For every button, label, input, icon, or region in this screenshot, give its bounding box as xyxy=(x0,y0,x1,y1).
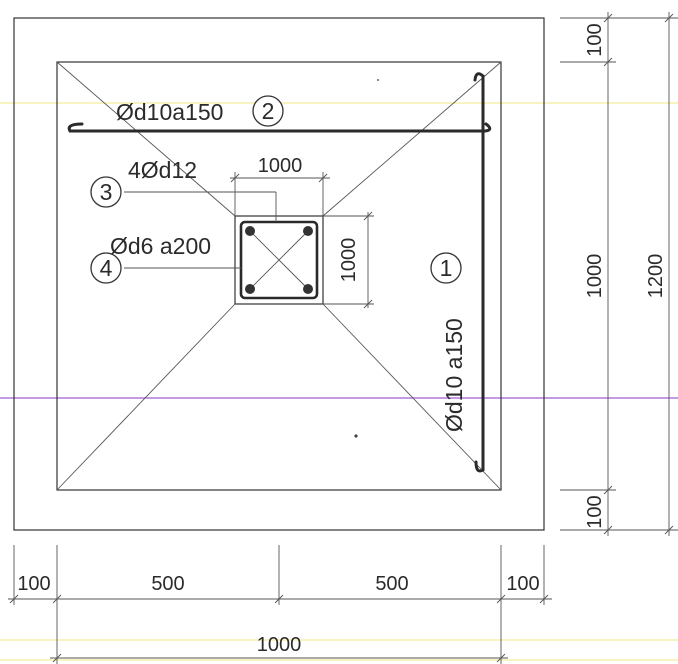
column-outline xyxy=(234,215,324,305)
bottom-tick-4 xyxy=(496,594,506,604)
footing-outer-outline xyxy=(13,17,545,531)
bottom-tick-2 xyxy=(52,594,62,604)
rebar-1-label: Ød10 a150 xyxy=(441,318,467,432)
bottom-total-tick-left xyxy=(52,653,62,663)
marker-2-circle xyxy=(252,95,284,127)
column-cross-b xyxy=(248,229,310,291)
right-tick-1 xyxy=(603,13,613,23)
bottom-tick-3 xyxy=(274,594,284,604)
right-tick-6 xyxy=(664,525,674,535)
bottom-tick-1 xyxy=(9,594,19,604)
right-tick-4 xyxy=(603,525,613,535)
rebar-2-horizontal xyxy=(67,122,492,133)
rebar-4-label: Ød6 a200 xyxy=(110,233,211,259)
column-bar-top-left xyxy=(245,226,255,236)
marker-3-number: 3 xyxy=(100,179,113,205)
col-height-tick-top xyxy=(363,211,373,221)
bottom-edge-left-value: 100 xyxy=(17,573,50,595)
slope-line-bottom-left xyxy=(56,303,236,491)
rebar-2-label: Ød10a150 xyxy=(116,99,223,125)
scan-speck-2 xyxy=(377,79,379,81)
footing-inner-outline xyxy=(56,61,502,491)
right-tick-2 xyxy=(603,57,613,67)
column-width-value: 1000 xyxy=(258,155,303,177)
col-width-tick-right xyxy=(318,173,328,183)
right-edge-bottom-value: 100 xyxy=(584,495,606,528)
column-bar-bottom-left xyxy=(245,284,255,294)
slope-line-bottom-right xyxy=(322,303,502,491)
right-overall-value: 1200 xyxy=(645,254,667,299)
right-tick-3 xyxy=(603,485,613,495)
slope-line-top-right xyxy=(322,61,502,217)
column-stirrup xyxy=(239,220,319,300)
marker-2-number: 2 xyxy=(262,98,275,124)
slope-line-top-left xyxy=(56,61,236,217)
column-height-value: 1000 xyxy=(338,238,360,283)
scan-speck-1 xyxy=(354,434,358,438)
bottom-edge-right-value: 100 xyxy=(506,573,539,595)
marker-3-circle xyxy=(90,176,122,208)
bottom-tick-5 xyxy=(539,594,549,604)
marker-4-number: 4 xyxy=(100,255,113,281)
bottom-half-right-value: 500 xyxy=(375,573,408,595)
column-bar-top-right xyxy=(303,226,313,236)
bottom-half-left-value: 500 xyxy=(151,573,184,595)
rebar-1-vertical xyxy=(473,72,485,473)
col-height-tick-bottom xyxy=(363,299,373,309)
right-inner-value: 1000 xyxy=(584,254,606,299)
marker-1-circle xyxy=(430,252,462,284)
column-bar-bottom-right xyxy=(303,284,313,294)
right-tick-5 xyxy=(664,13,674,23)
col-width-tick-left xyxy=(230,173,240,183)
bottom-total-value: 1000 xyxy=(257,634,302,656)
right-edge-top-value: 100 xyxy=(584,23,606,56)
rebar-3-label: 4Ød12 xyxy=(128,157,197,183)
marker-4-circle xyxy=(90,252,122,284)
bottom-total-tick-right xyxy=(496,653,506,663)
marker-1-number: 1 xyxy=(440,255,453,281)
